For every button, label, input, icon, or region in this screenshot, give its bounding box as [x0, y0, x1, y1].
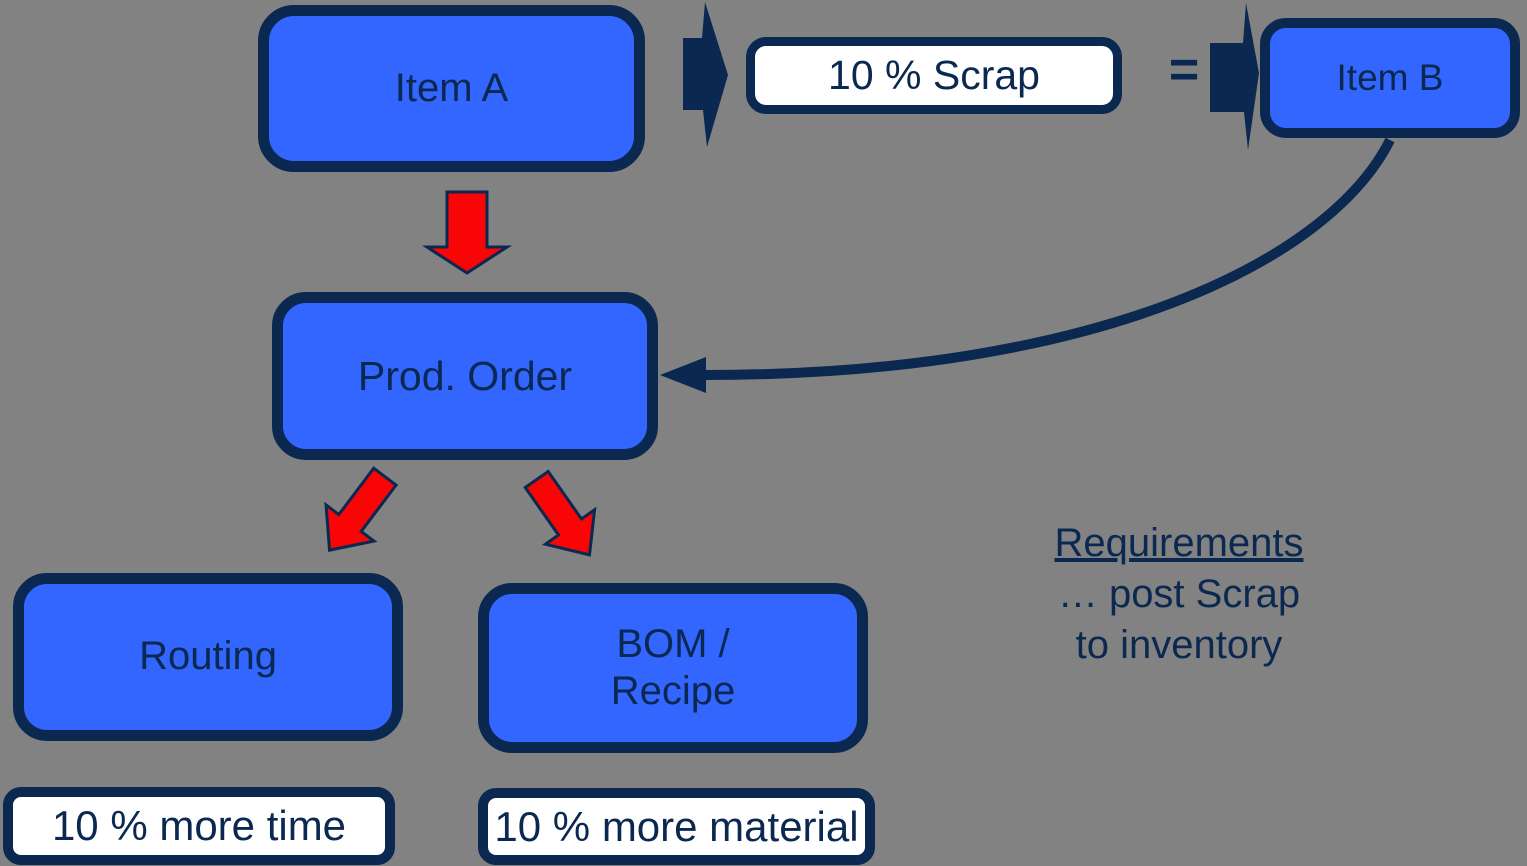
curve-item-b-to-prod-order	[705, 137, 1395, 380]
more-material-callout: 10 % more material	[478, 788, 875, 865]
prod-order-label: Prod. Order	[357, 352, 573, 399]
requirements-title: Requirements	[1054, 521, 1304, 565]
red-arrow-item-a-to-prod-order-icon	[421, 190, 513, 275]
item-b-label: Item B	[1336, 57, 1444, 99]
requirements-line3: to inventory	[1075, 623, 1283, 667]
requirements-line2: … post Scrap	[1057, 572, 1301, 616]
scrap-callout: 10 % Scrap	[746, 37, 1122, 114]
more-time-label: 10 % more time	[51, 802, 347, 850]
bom-label-line1: BOM /	[616, 621, 730, 666]
routing-label: Routing	[139, 634, 277, 679]
requirements-note: Requirements … post Scrap to inventory	[1018, 518, 1340, 671]
bom-recipe-node: BOM / Recipe	[478, 583, 868, 753]
prod-order-node: Prod. Order	[272, 292, 658, 460]
red-arrow-prod-order-to-bom-icon	[523, 469, 597, 557]
equals-sign: =	[1168, 41, 1200, 99]
curve-arrowhead-icon	[660, 357, 706, 393]
item-a-label: Item A	[394, 65, 509, 110]
item-a-node: Item A	[258, 5, 645, 172]
routing-node: Routing	[13, 573, 403, 741]
bom-label-line2: Recipe	[610, 669, 736, 713]
scrap-label: 10 % Scrap	[828, 52, 1040, 99]
arrow-scrap-to-item-b-icon	[1210, 3, 1259, 150]
arrow-item-a-to-scrap-icon	[683, 2, 728, 147]
more-material-label: 10 % more material	[494, 802, 859, 850]
more-time-callout: 10 % more time	[3, 787, 395, 865]
item-b-node: Item B	[1260, 18, 1520, 138]
red-arrow-prod-order-to-routing-icon	[324, 466, 399, 552]
